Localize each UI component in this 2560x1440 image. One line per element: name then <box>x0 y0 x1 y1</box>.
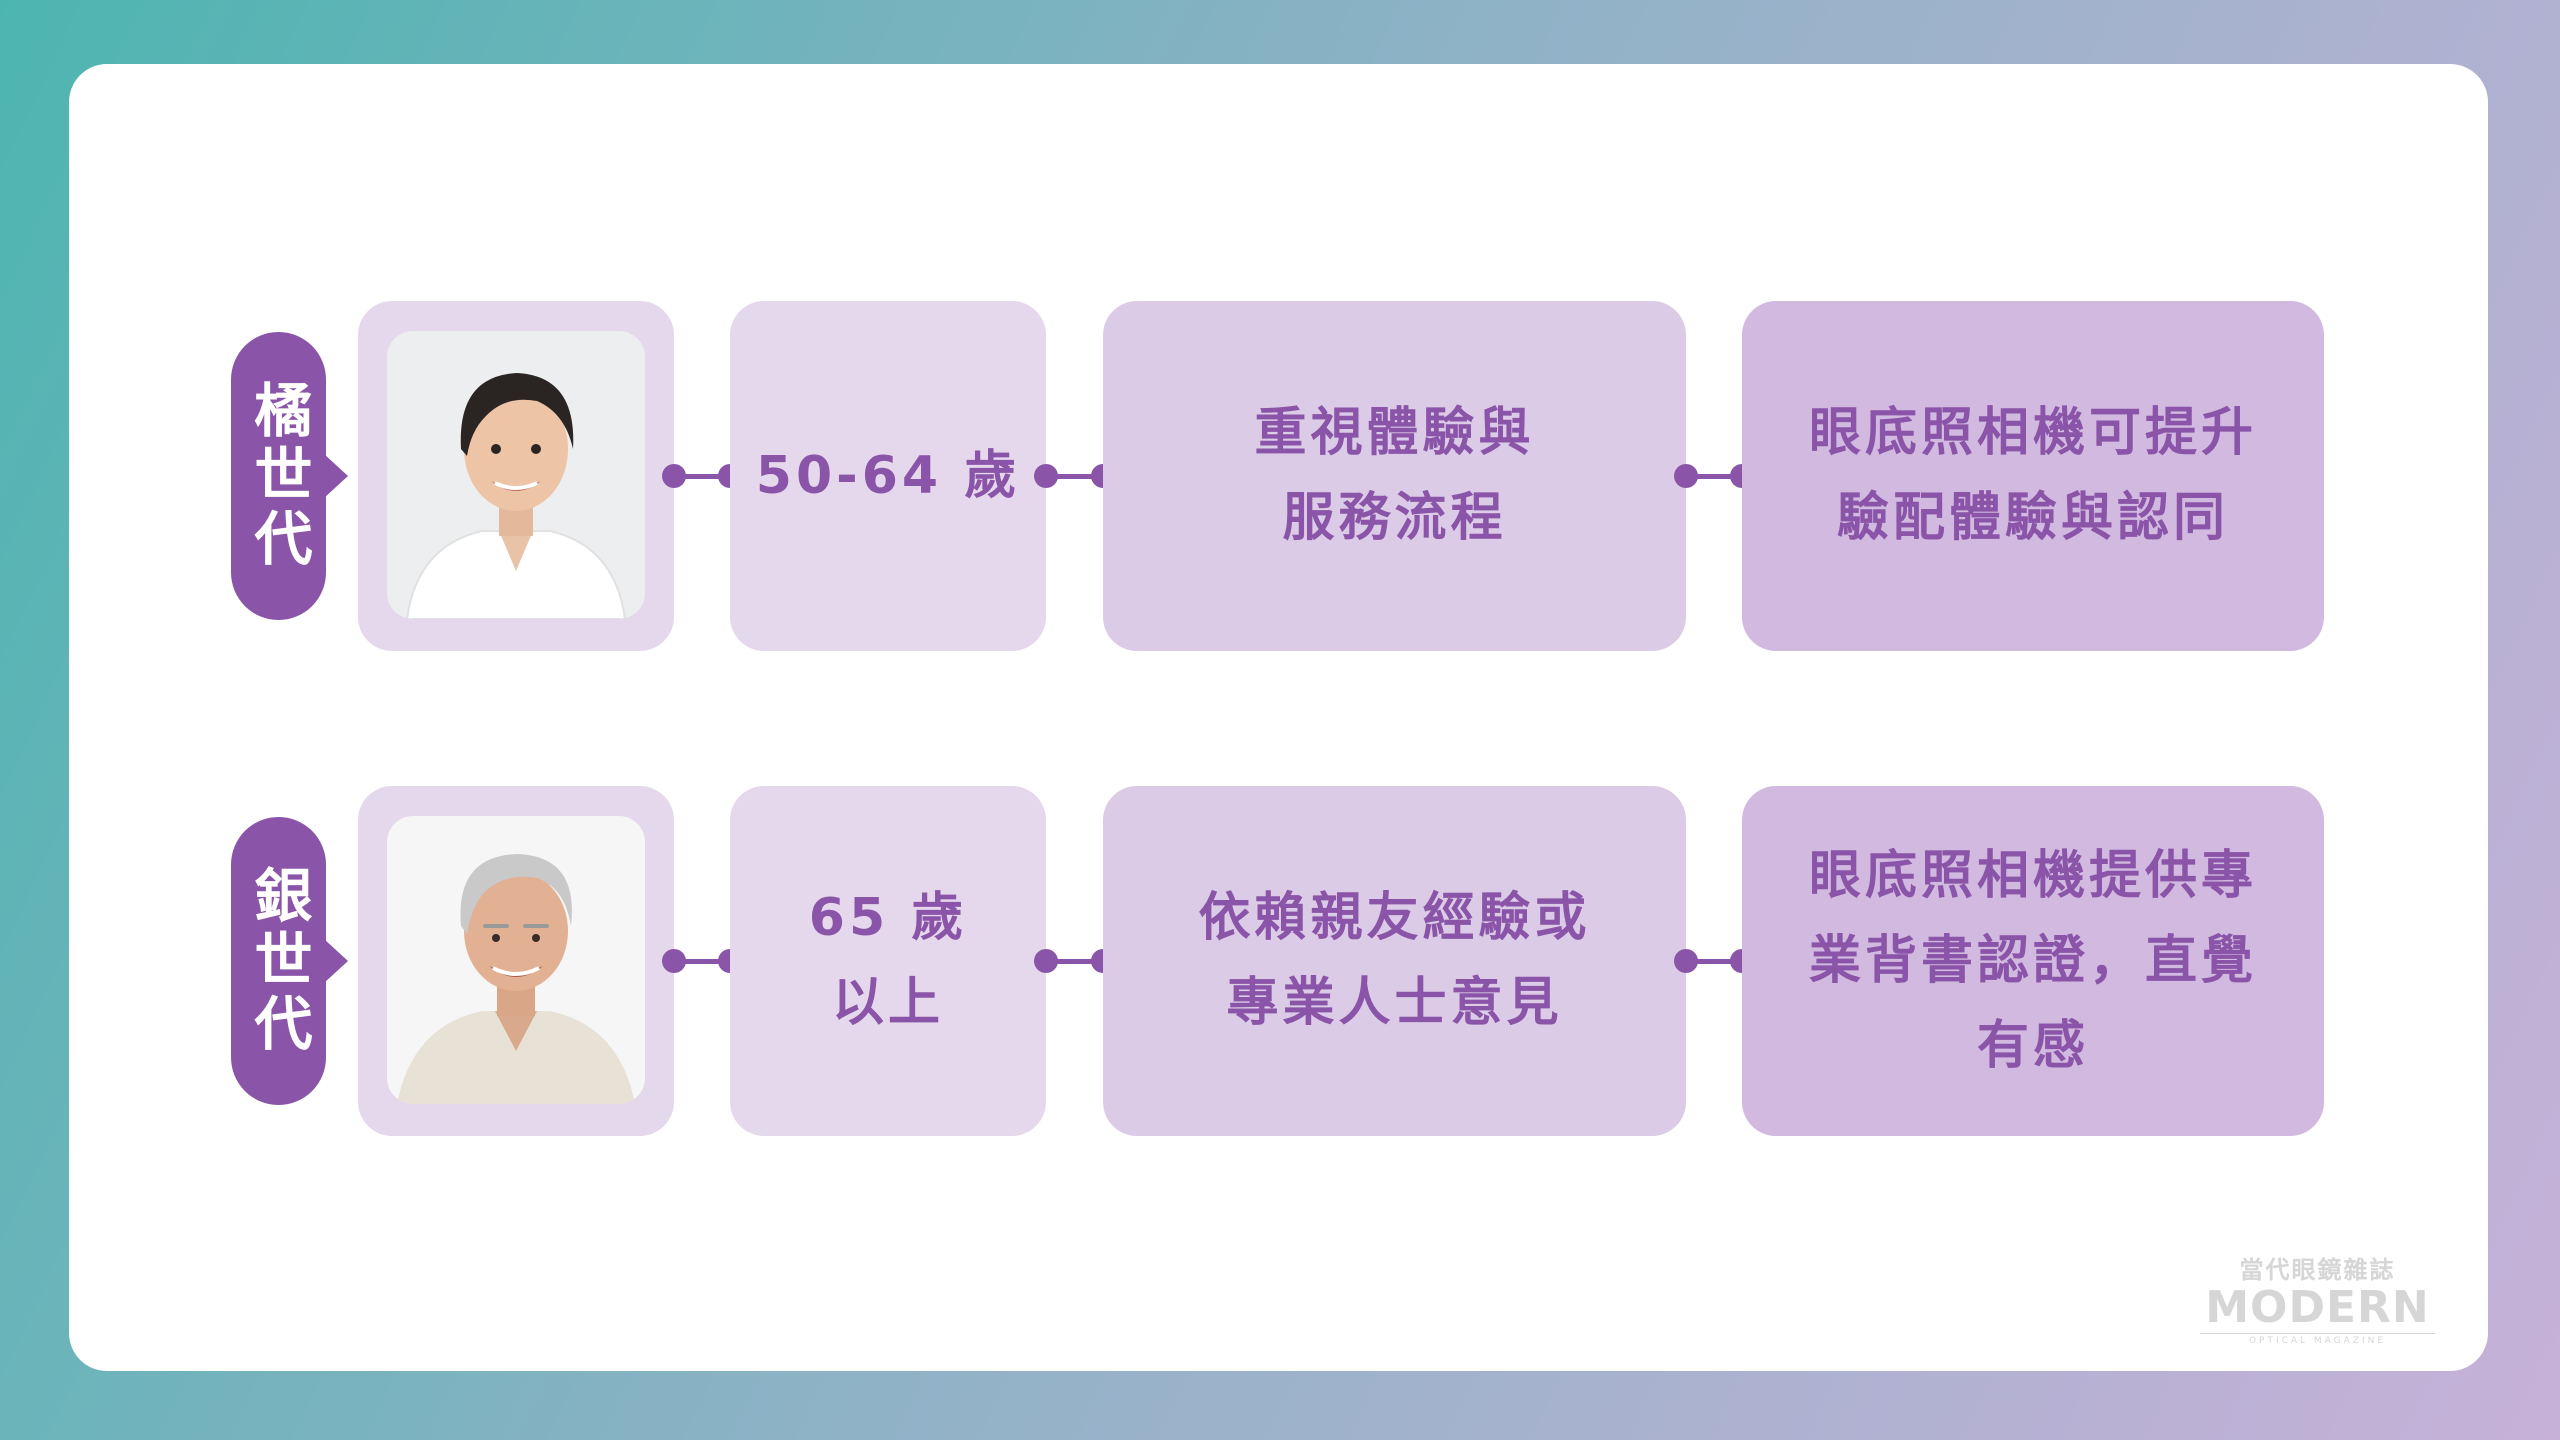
logo-chinese: 當代眼鏡雜誌 <box>2239 1256 2396 1284</box>
generation-tag-label: 銀世代 <box>244 865 313 1057</box>
age-box: 65 歲 以上 <box>730 786 1046 1136</box>
age-text: 65 歲 以上 <box>808 888 968 1033</box>
focus-box: 重視體驗與 服務流程 <box>1103 301 1686 651</box>
insight-box: 眼底照相機可提升 驗配體驗與認同 <box>1742 301 2324 651</box>
generation-row-orange: 橘世代 50-64 歲 重視體驗與 服務流程 <box>69 301 2488 651</box>
main-card: 橘世代 50-64 歲 重視體驗與 服務流程 <box>69 64 2488 1371</box>
generation-tag: 銀世代 <box>231 817 326 1105</box>
focus-text: 重視體驗與 服務流程 <box>1254 403 1535 548</box>
focus-box: 依賴親友經驗或 專業人士意見 <box>1103 786 1686 1136</box>
generation-row-silver: 銀世代 65 歲 以上 依賴親友經驗或 <box>69 786 2488 1136</box>
logo-english: MODERN <box>2205 1282 2430 1333</box>
age-text: 50-64 歲 <box>755 445 1021 506</box>
insight-text: 眼底照相機可提升 驗配體驗與認同 <box>1808 403 2257 548</box>
age-box: 50-64 歲 <box>730 301 1046 651</box>
logo-subtitle: OPTICAL MAGAZINE <box>2200 1333 2435 1346</box>
woman-portrait-icon <box>387 331 645 619</box>
generation-tag: 橘世代 <box>231 332 326 620</box>
man-portrait-icon <box>387 816 645 1104</box>
focus-text: 依賴親友經驗或 專業人士意見 <box>1198 888 1591 1033</box>
insight-text: 眼底照相機提供專 業背書認證，直覺 有感 <box>1808 845 2257 1076</box>
magazine-logo: 當代眼鏡雜誌 MODERN OPTICAL MAGAZINE <box>2200 1250 2435 1346</box>
insight-box: 眼底照相機提供專 業背書認證，直覺 有感 <box>1742 786 2324 1136</box>
generation-tag-label: 橘世代 <box>244 380 313 572</box>
